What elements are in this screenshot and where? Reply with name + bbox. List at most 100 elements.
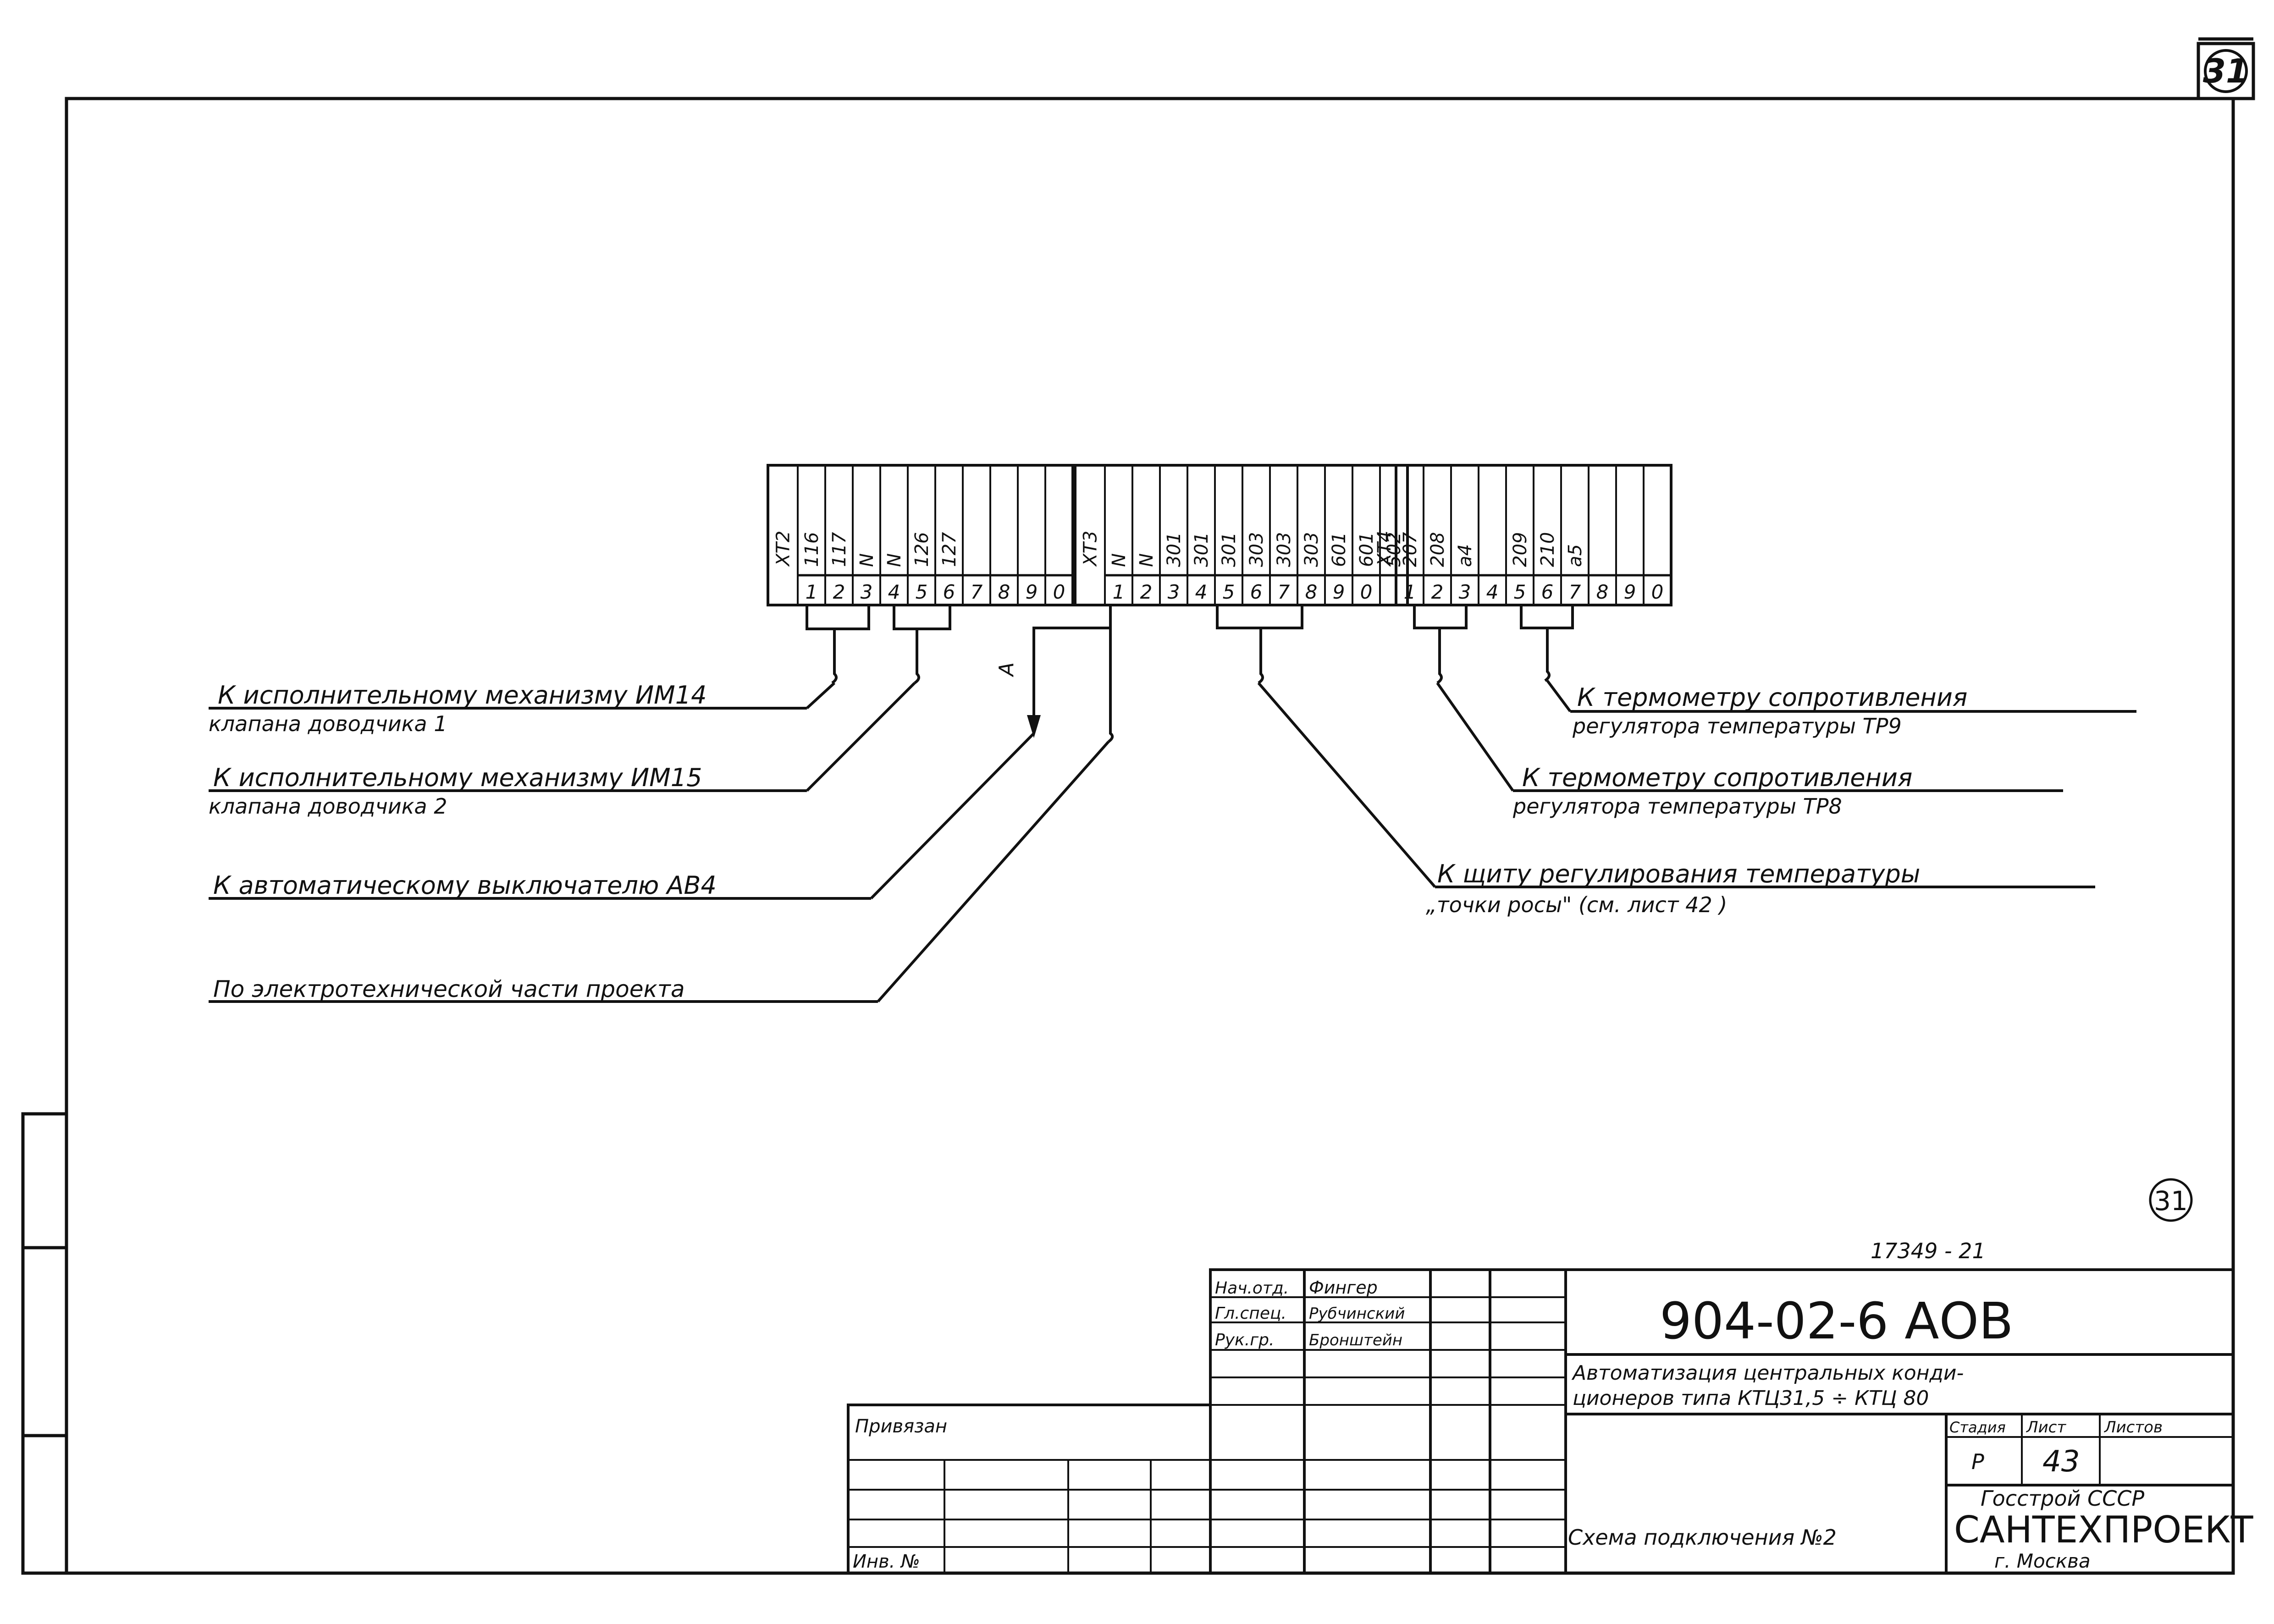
sheets-header: Листов xyxy=(2103,1418,2163,1437)
org-line-2: САНТЕХПРОЕКТ xyxy=(1954,1508,2254,1551)
terminal-number: 1 xyxy=(1404,581,1416,603)
title-block xyxy=(847,1268,2235,1574)
wire-label: 303 xyxy=(1274,532,1295,567)
wire-label: a5 xyxy=(1565,544,1586,567)
wire-label: 303 xyxy=(1301,532,1322,567)
wire-label: 210 xyxy=(1537,532,1558,567)
arrow-a-head xyxy=(1027,715,1041,738)
terminal-number: 2 xyxy=(833,581,845,603)
terminal-number: 2 xyxy=(1431,581,1444,603)
terminal-number: 0 xyxy=(1360,581,1373,603)
wire-label: 116 xyxy=(801,532,822,567)
role-1: Нач.отд. xyxy=(1215,1279,1289,1298)
arrow-a-label: A xyxy=(995,662,1018,677)
terminal-number: 9 xyxy=(1624,581,1636,603)
label-im14-line2: клапана доводчика 1 xyxy=(209,711,447,736)
inventory-label: Инв. № xyxy=(853,1551,920,1572)
terminal-number: 4 xyxy=(1486,581,1499,603)
terminal-number: 6 xyxy=(1250,581,1263,603)
leader-7 xyxy=(1257,682,1436,888)
wire-label: 207 xyxy=(1400,532,1421,567)
terminal-number: 9 xyxy=(1026,581,1038,603)
label-im14-line1: К исполнительному механизму ИМ14 xyxy=(218,681,706,710)
wire-label: 301 xyxy=(1164,532,1185,567)
strip-head-label: XT2 xyxy=(773,531,794,567)
wire-label: 301 xyxy=(1219,532,1240,567)
role-2: Гл.спец. xyxy=(1215,1304,1286,1323)
project-title-2: ционеров типа КТЦ31,5 ÷ КТЦ 80 xyxy=(1573,1387,1929,1410)
wire-label: 303 xyxy=(1246,532,1267,567)
name-2: Рубчинский xyxy=(1309,1305,1405,1323)
strip-head-label: XT3 xyxy=(1080,531,1101,567)
terminal-number: 8 xyxy=(1596,581,1609,603)
drawing-title: Схема подключения №2 xyxy=(1568,1525,1837,1550)
terminal-number: 6 xyxy=(1541,581,1554,603)
terminal-number: 1 xyxy=(806,581,818,603)
leader-1 xyxy=(806,682,836,710)
wire-label: N xyxy=(1136,553,1157,567)
title-block-text: Нач.отд. Фингер Гл.спец. Рубчинский Рук.… xyxy=(853,1277,2254,1572)
wire-label: N xyxy=(1109,553,1130,567)
drop-xt2-1 xyxy=(831,629,838,684)
label-dewpoint-line2: „точки росы" (см. лист 42 ) xyxy=(1426,892,1727,917)
wire-label: 117 xyxy=(829,532,850,567)
wire-label: 208 xyxy=(1427,532,1448,567)
label-av4: К автоматическому выключателю АВ4 xyxy=(213,871,717,900)
leader-3 xyxy=(870,732,1035,900)
leader-5 xyxy=(1546,680,1572,712)
wire-label: 127 xyxy=(939,532,960,567)
project-title-1: Автоматизация центральных конди- xyxy=(1571,1361,1964,1385)
label-im15-line1: К исполнительному механизму ИМ15 xyxy=(213,763,702,792)
jumper-xt3-a xyxy=(1032,605,1112,720)
terminal-number: 1 xyxy=(1113,581,1125,603)
stamp-circle xyxy=(2149,1178,2193,1222)
org-line-3: г. Москва xyxy=(1994,1550,2091,1572)
drop-xt4-1 xyxy=(1436,628,1443,684)
terminal-number: 3 xyxy=(1168,581,1180,603)
jumper-xt3-2 xyxy=(1216,605,1303,629)
wire-label: 209 xyxy=(1510,532,1531,567)
label-tp9-line1: К термометру сопротивления xyxy=(1577,683,1967,712)
wire-label: N xyxy=(856,553,878,567)
label-tp8-line1: К термометру сопротивления xyxy=(1522,763,1912,792)
wire-label: 502 xyxy=(1384,532,1405,567)
terminal-number: 5 xyxy=(916,581,928,603)
label-tp9-line2: регулятора температуры ТР9 xyxy=(1572,714,1902,738)
corner-number: 31 xyxy=(2203,52,2249,90)
sheet-value: 43 xyxy=(2042,1445,2080,1479)
terminal-number: 2 xyxy=(1140,581,1153,603)
leader-6 xyxy=(1436,682,1514,792)
drop-xt3-2 xyxy=(1258,628,1264,684)
sheet-header: Лист xyxy=(2026,1418,2066,1437)
terminal-number: 8 xyxy=(1305,581,1318,603)
wire-label: N xyxy=(884,553,905,567)
inventory-code: 17349 - 21 xyxy=(1871,1239,1986,1263)
stage-header: Стадия xyxy=(1949,1419,2006,1436)
label-dewpoint-line1: К щиту регулирования температуры xyxy=(1437,859,1920,888)
wire-label: 301 xyxy=(1191,532,1212,567)
terminal-number: 9 xyxy=(1333,581,1345,603)
jumper-xt2-2 xyxy=(893,605,951,630)
label-electrical: По электротехнической части проекта xyxy=(213,976,684,1002)
terminal-number: 7 xyxy=(1278,581,1290,603)
doc-code: 904-02-6 АОВ xyxy=(1660,1292,2014,1350)
wire-label: 126 xyxy=(911,532,933,567)
stage-value: Р xyxy=(1971,1449,1984,1474)
stamp-number: 31 xyxy=(2154,1185,2188,1217)
wire-label: a4 xyxy=(1455,544,1476,567)
name-3: Бронштейн xyxy=(1309,1331,1402,1349)
terminal-number: 8 xyxy=(998,581,1010,603)
terminal-number: 7 xyxy=(1569,581,1581,603)
binding-label: Привязан xyxy=(855,1416,947,1437)
terminal-number: 7 xyxy=(971,581,983,603)
terminal-number: 5 xyxy=(1514,581,1526,603)
jumper-xt4-2 xyxy=(1520,605,1574,629)
wire-label: 601 xyxy=(1329,532,1350,567)
leader-4 xyxy=(877,741,1110,1002)
label-im15-line2: клапана доводчика 2 xyxy=(209,794,447,819)
terminal-number: 5 xyxy=(1223,581,1235,603)
strip-head-label: XT4 xyxy=(1374,531,1395,567)
